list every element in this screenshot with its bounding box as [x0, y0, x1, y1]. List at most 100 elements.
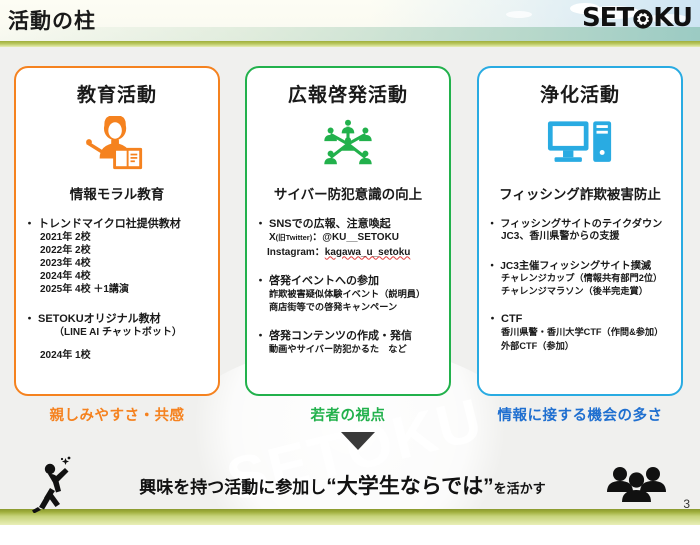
page-number: 3: [683, 497, 690, 511]
card-publicity: 広報啓発活動: [245, 66, 451, 396]
pillar-captions-row: 親しみやすさ・共感 若者の視点 情報に接する機会の多さ: [0, 404, 700, 428]
activity-pillars-row: 教育活動: [0, 66, 700, 398]
social-handle-instagram: Instagram：kagawa_u_setoku: [267, 246, 442, 261]
bullet-dot: ・: [24, 313, 35, 325]
bullet-text: CTF: [501, 313, 523, 326]
card-title: 浄化活動: [539, 85, 620, 106]
bullet-item: ・CTF: [487, 310, 674, 326]
bullet-text: SETOKUオリジナル教材: [38, 313, 161, 325]
card-subtitle: フィッシング詐欺被害防止: [499, 187, 661, 202]
bullet-block: ・SNSでの広報、注意喚起 X(旧Twitter)：@KU__SETOKU In…: [255, 215, 442, 260]
card-subtitle: 情報モラル教育: [69, 187, 165, 202]
bullet-dot: ・: [487, 313, 498, 326]
bullet-dot: ・: [487, 219, 498, 230]
bullet-block: ・SETOKUオリジナル教材 （LINE AI チャットボット） 2024年 1…: [24, 310, 211, 363]
detail-line: チャレンジマラソン（後半完走賞）: [501, 285, 648, 296]
caption-purification: 情報に接する機会の多さ: [497, 408, 663, 424]
banner-text-emphasis: 大学生ならでは: [336, 475, 484, 498]
bullet-text: フィッシングサイトのテイクダウン: [500, 219, 663, 230]
group-of-people-icon: [606, 465, 668, 505]
detail-line: 2022年 2校: [40, 245, 91, 256]
card-title: 広報啓発活動: [287, 85, 408, 106]
header-hills-graphic: [0, 27, 700, 41]
bullet-dot: ・: [255, 218, 266, 230]
setoku-logo: SET: [581, 3, 693, 33]
card-body: ・トレンドマイクロ社提供教材 2021年 2校 2022年 2校 2023年 4…: [16, 215, 218, 363]
detail-line: （LINE AI チャットボット）: [54, 327, 182, 338]
banner-message: 興味を持つ活動に参加し“大学生ならでは”を活かす: [70, 470, 615, 500]
card-title: 教育活動: [76, 85, 157, 106]
detail-line: JC3、香川県警からの支援: [501, 231, 620, 242]
card-body: ・SNSでの広報、注意喚起 X(旧Twitter)：@KU__SETOKU In…: [247, 215, 449, 356]
header-cloud-icon: [588, 6, 640, 19]
bullet-item: ・SNSでの広報、注意喚起: [255, 215, 442, 231]
social-handle-x: X(旧Twitter)：@KU__SETOKU: [269, 231, 442, 246]
gear-icon: [632, 7, 654, 29]
bullet-text: トレンドマイクロ社提供教材: [38, 218, 181, 230]
network-people-icon: [247, 111, 449, 177]
social-separator: ：: [312, 232, 323, 243]
detail-line: 外部CTF（参加）: [501, 340, 574, 351]
bullet-dot: ・: [255, 275, 266, 287]
card-body: ・フィッシングサイトのテイクダウン JC3、香川県警からの支援 ・JC3主催フィ…: [479, 215, 681, 353]
conclusion-banner: 興味を持つ活動に参加し“大学生ならでは”を活かす: [0, 455, 700, 514]
bullet-block: ・啓発コンテンツの作成・発信 動画やサイバー防犯かるた など: [255, 327, 442, 356]
banner-quote-close: ”: [483, 475, 494, 498]
header-cloud-icon: [570, 3, 600, 14]
social-label: Instagram: [267, 246, 315, 258]
teacher-icon: [16, 111, 218, 177]
bullet-text: SNSでの広報、注意喚起: [269, 218, 391, 230]
bullet-text: JC3主催フィッシングサイト撲滅: [500, 260, 652, 272]
triangle-down-icon: [341, 432, 375, 450]
bullet-dot: ・: [487, 260, 498, 272]
detail-line: 2024年 4校: [40, 271, 91, 282]
header-cloud-icon: [648, 14, 688, 23]
bullet-block: ・トレンドマイクロ社提供教材 2021年 2校 2022年 2校 2023年 4…: [24, 215, 211, 296]
social-separator: ：: [314, 246, 325, 258]
running-person-icon: [28, 455, 76, 514]
bullet-item: ・JC3主催フィッシングサイト撲滅: [487, 257, 674, 272]
bullet-item: ・啓発イベントへの参加: [255, 272, 442, 288]
bullet-text: 啓発イベントへの参加: [269, 275, 379, 287]
bullet-dot: ・: [255, 329, 266, 342]
detail-line: 動画やサイバー防犯かるた など: [269, 343, 407, 354]
logo-text-ku: KU: [653, 3, 693, 33]
detail-line: 2024年 1校: [40, 349, 91, 361]
banner-text-suffix: を活かす: [493, 481, 546, 496]
detail-line: 香川県警・香川大学CTF（作問&参加）: [501, 327, 664, 338]
banner-text-prefix: 興味を持つ活動に参加し: [139, 478, 327, 497]
bullet-block: ・フィッシングサイトのテイクダウン JC3、香川県警からの支援: [487, 215, 674, 245]
detail-line: 商店街等での啓発キャンペーン: [269, 302, 398, 313]
footer-divider: [0, 509, 700, 525]
banner-quote-open: “: [326, 475, 337, 498]
detail-line: 2021年 2校: [40, 232, 91, 243]
social-handle-value: @KU__SETOKU: [322, 232, 400, 243]
detail-line: 詐欺被害疑似体験イベント（説明員）: [269, 289, 426, 299]
card-purification: 浄化活動 フィッシング詐欺被害防止: [477, 66, 683, 396]
header-cloud-icon: [506, 11, 532, 18]
page-title: 活動の柱: [8, 10, 96, 33]
card-education: 教育活動: [14, 66, 220, 396]
bullet-item: ・トレンドマイクロ社提供教材: [24, 215, 211, 231]
card-subtitle: サイバー防犯意識の向上: [273, 187, 423, 202]
logo-text-set: SET: [581, 3, 634, 33]
social-handle-value: kagawa_u_setoku: [324, 246, 411, 258]
bullet-block: ・CTF 香川県警・香川大学CTF（作問&参加） 外部CTF（参加）: [487, 310, 674, 353]
bullet-item: ・フィッシングサイトのテイクダウン: [487, 215, 674, 230]
bullet-block: ・JC3主催フィッシングサイト撲滅 チャレンジカップ（情報共有部門2位） チャレ…: [487, 257, 674, 299]
detail-line: 2023年 4校: [40, 258, 91, 269]
caption-publicity: 若者の視点: [310, 408, 386, 424]
bullet-text: 啓発コンテンツの作成・発信: [269, 329, 412, 342]
social-label: X: [269, 232, 276, 243]
detail-line: チャレンジカップ（情報共有部門2位）: [501, 272, 663, 283]
caption-education: 親しみやすさ・共感: [49, 408, 185, 424]
bullet-block: ・啓発イベントへの参加 詐欺被害疑似体験イベント（説明員） 商店街等での啓発キャ…: [255, 272, 442, 315]
detail-line: 2025年 4校 ＋1講演: [40, 284, 129, 295]
bullet-item: ・SETOKUオリジナル教材: [24, 310, 211, 326]
slide-header: 活動の柱 SET: [0, 0, 700, 41]
bullet-dot: ・: [24, 218, 35, 230]
social-label-note: (旧Twitter): [275, 233, 313, 242]
desktop-computer-icon: [479, 111, 681, 177]
bullet-item: ・啓発コンテンツの作成・発信: [255, 327, 442, 343]
